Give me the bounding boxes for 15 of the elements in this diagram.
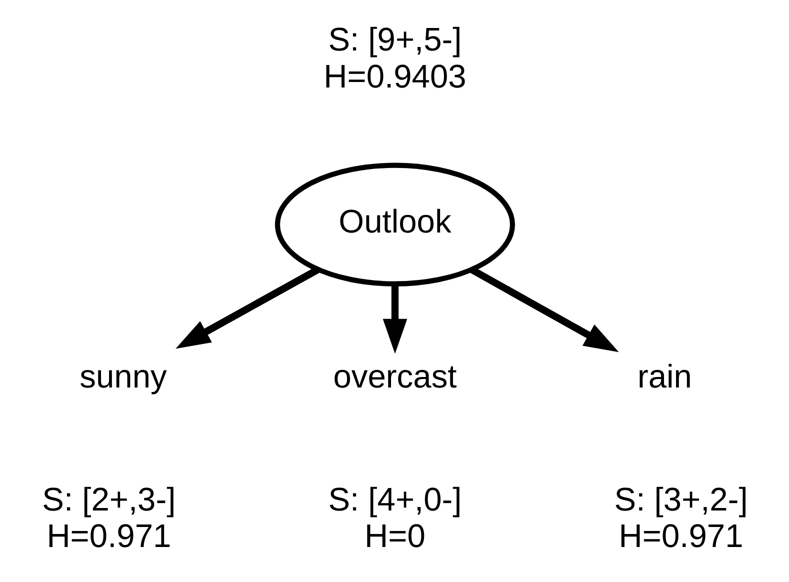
arrow — [469, 266, 618, 352]
node-text: rain — [636, 358, 692, 395]
node-label: H=0.9403 — [323, 57, 466, 94]
node-label: S: [4+,0-] — [328, 480, 462, 518]
node-ellipse: Outlook — [274, 162, 515, 286]
arrow — [382, 284, 407, 354]
node-label: H=0.971 — [618, 517, 743, 554]
node-label: H=0 — [364, 517, 425, 554]
node-text: sunny — [79, 358, 166, 395]
node-text: overcast — [332, 358, 456, 395]
node-label: H=0.971 — [46, 517, 171, 554]
arrow — [175, 266, 320, 349]
node-label: S: [3+,2-] — [614, 480, 748, 518]
node-label: S: [9+,5-] — [328, 20, 462, 58]
node-label: S: [2+,3-] — [42, 480, 176, 518]
